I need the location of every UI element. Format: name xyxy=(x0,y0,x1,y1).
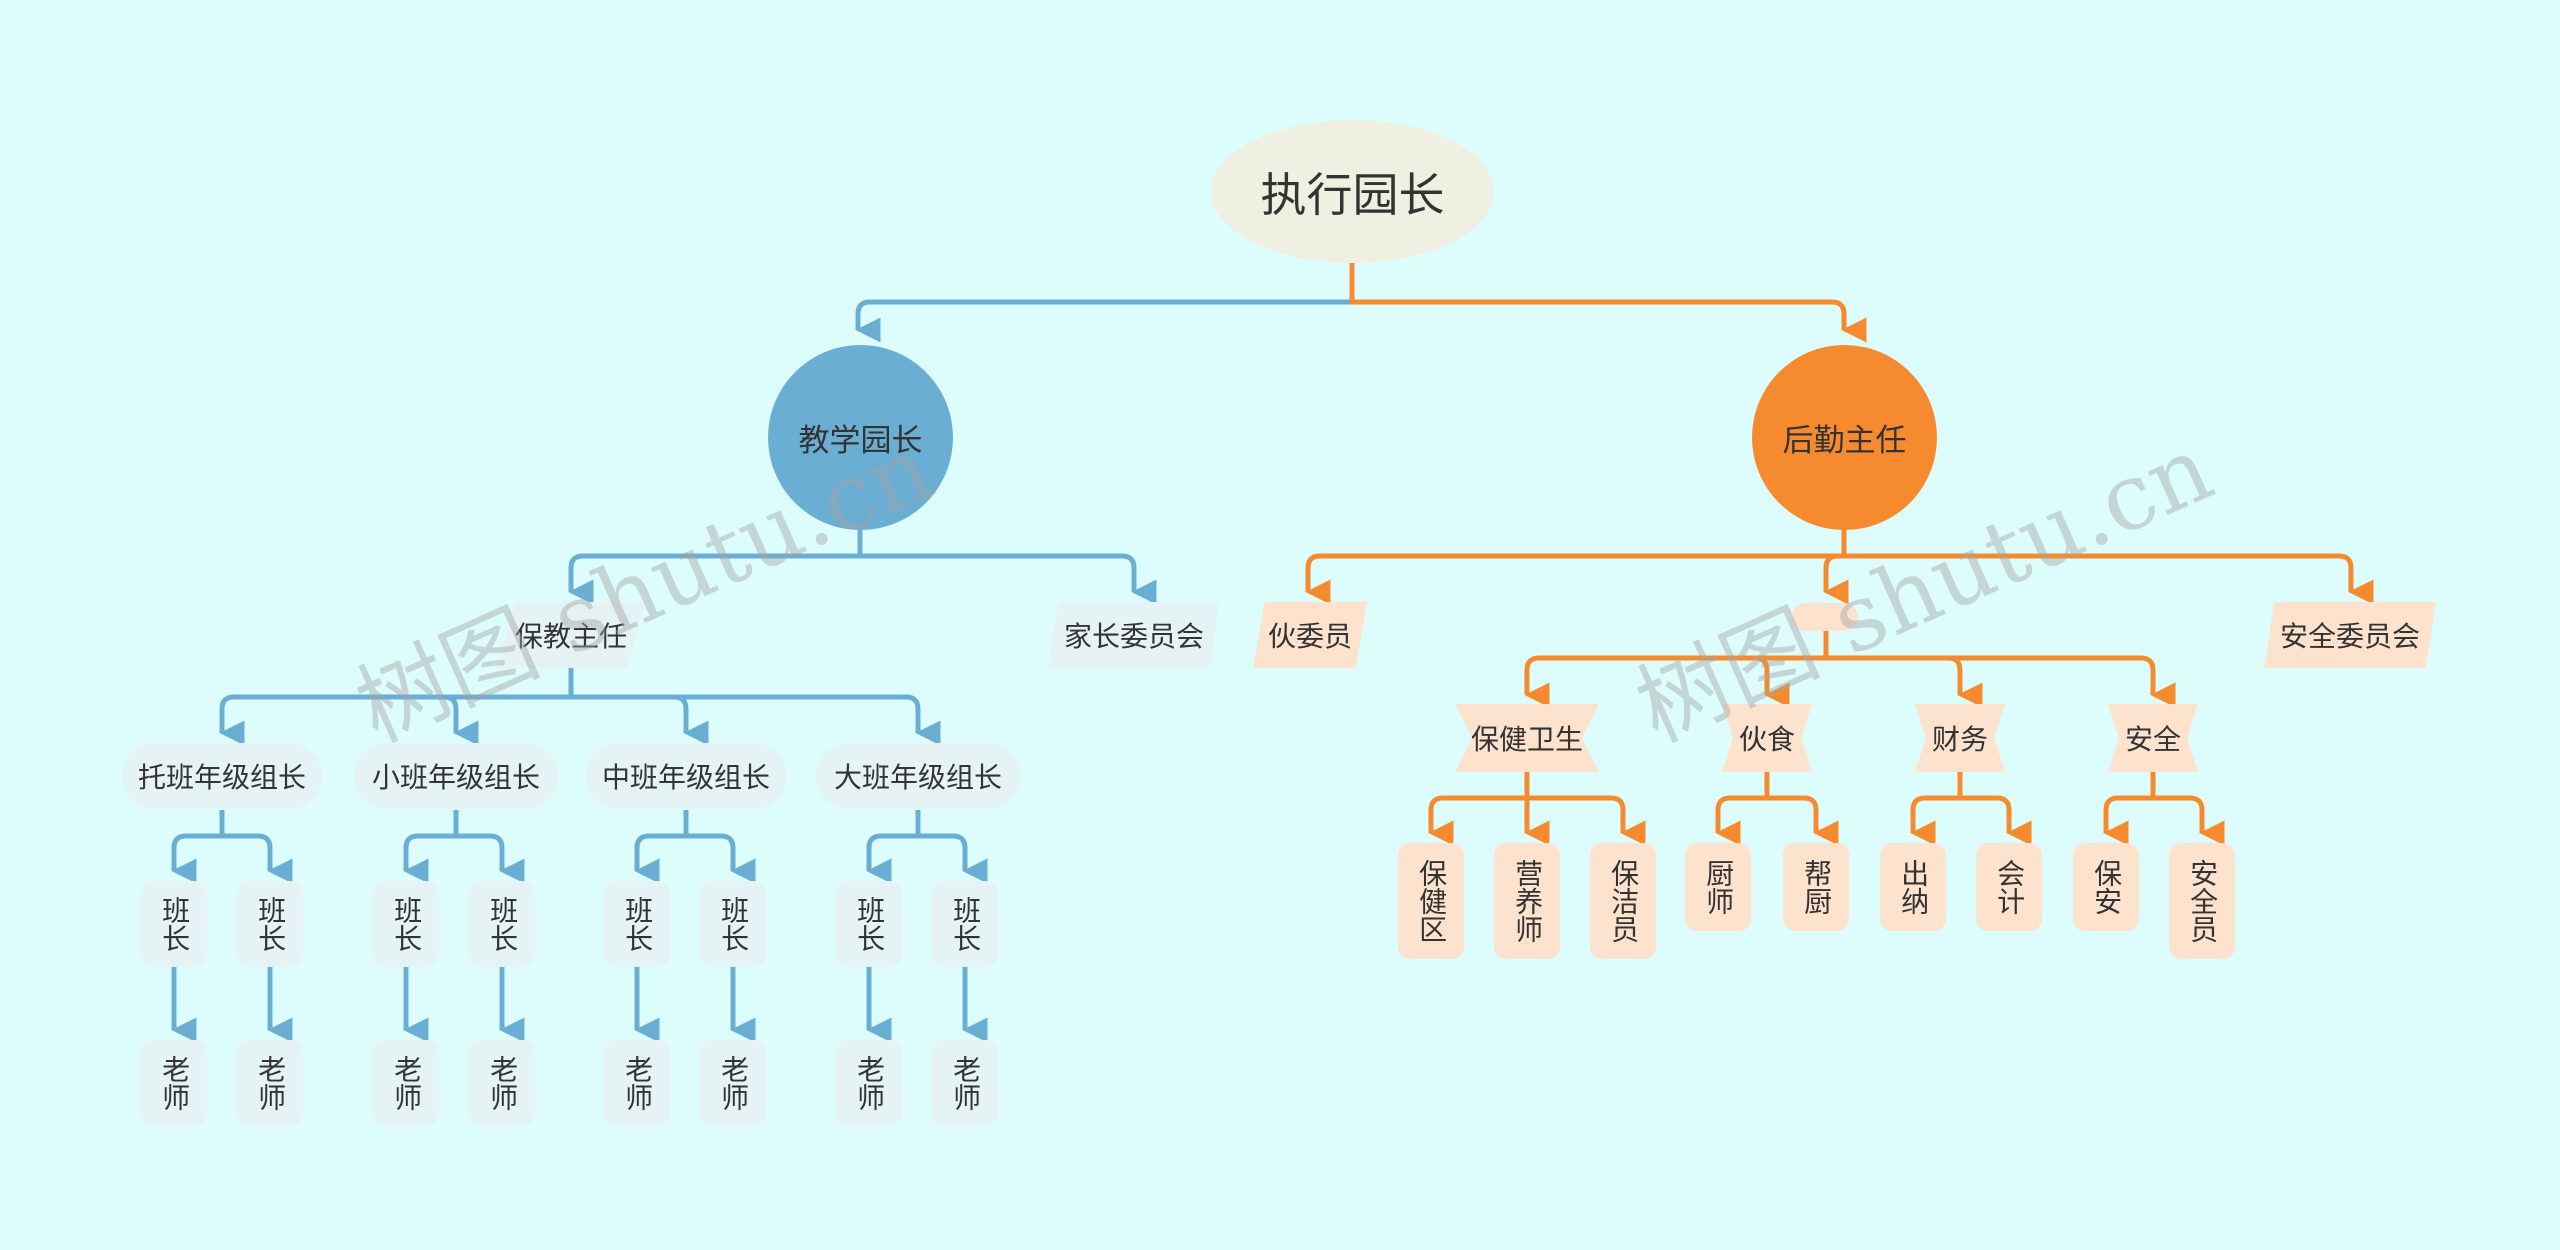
logistics-group-node[interactable]: 安全 xyxy=(2108,704,2198,772)
staff-leaf-node[interactable]: 会计 xyxy=(1976,843,2042,931)
logistics-group-node[interactable]: 伙食 xyxy=(1722,704,1812,772)
teacher-node[interactable]: 老师 xyxy=(836,1040,902,1126)
teacher-node[interactable]: 老师 xyxy=(700,1040,766,1126)
teaching-director-node[interactable]: 教学园长 xyxy=(768,345,953,530)
class-monitor-node[interactable]: 班长 xyxy=(836,881,902,967)
staff-leaf-node[interactable]: 安全员 xyxy=(2169,843,2235,959)
staff-leaf-node[interactable]: 厨师 xyxy=(1685,843,1751,931)
teacher-node[interactable]: 老师 xyxy=(469,1040,535,1126)
safety-committee-node[interactable]: 安全委员会 xyxy=(2264,602,2436,668)
logistics-group-node[interactable]: 保健卫生 xyxy=(1455,704,1599,772)
grade-leader-node[interactable]: 托班年级组长 xyxy=(122,743,322,809)
education-head-node[interactable]: 保教主任 xyxy=(497,602,645,668)
unlabeled-node[interactable] xyxy=(1792,603,1858,631)
grade-leader-node[interactable]: 小班年级组长 xyxy=(354,743,558,809)
class-monitor-node[interactable]: 班长 xyxy=(141,881,207,967)
class-monitor-node[interactable]: 班长 xyxy=(373,881,439,967)
staff-leaf-node[interactable]: 帮厨 xyxy=(1783,843,1849,931)
logistics-group-node[interactable]: 财务 xyxy=(1915,704,2005,772)
teacher-node[interactable]: 老师 xyxy=(932,1040,998,1126)
staff-leaf-node[interactable]: 保健区 xyxy=(1398,843,1464,959)
root-node[interactable]: 执行园长 xyxy=(1211,120,1494,263)
staff-leaf-node[interactable]: 出纳 xyxy=(1880,843,1946,931)
staff-leaf-node[interactable]: 保洁员 xyxy=(1590,843,1656,959)
staff-leaf-node[interactable]: 营养师 xyxy=(1494,843,1560,959)
logistics-director-node[interactable]: 后勤主任 xyxy=(1752,345,1937,530)
class-monitor-node[interactable]: 班长 xyxy=(469,881,535,967)
mess-committee-node[interactable]: 伙委员 xyxy=(1253,602,1367,668)
class-monitor-node[interactable]: 班长 xyxy=(932,881,998,967)
teacher-node[interactable]: 老师 xyxy=(604,1040,670,1126)
grade-leader-node[interactable]: 大班年级组长 xyxy=(816,743,1020,809)
staff-leaf-node[interactable]: 保安 xyxy=(2073,843,2139,931)
teacher-node[interactable]: 老师 xyxy=(237,1040,303,1126)
teacher-node[interactable]: 老师 xyxy=(373,1040,439,1126)
grade-leader-node[interactable]: 中班年级组长 xyxy=(585,743,787,809)
class-monitor-node[interactable]: 班长 xyxy=(700,881,766,967)
parent-committee-node[interactable]: 家长委员会 xyxy=(1048,602,1220,668)
teacher-node[interactable]: 老师 xyxy=(141,1040,207,1126)
class-monitor-node[interactable]: 班长 xyxy=(237,881,303,967)
class-monitor-node[interactable]: 班长 xyxy=(604,881,670,967)
